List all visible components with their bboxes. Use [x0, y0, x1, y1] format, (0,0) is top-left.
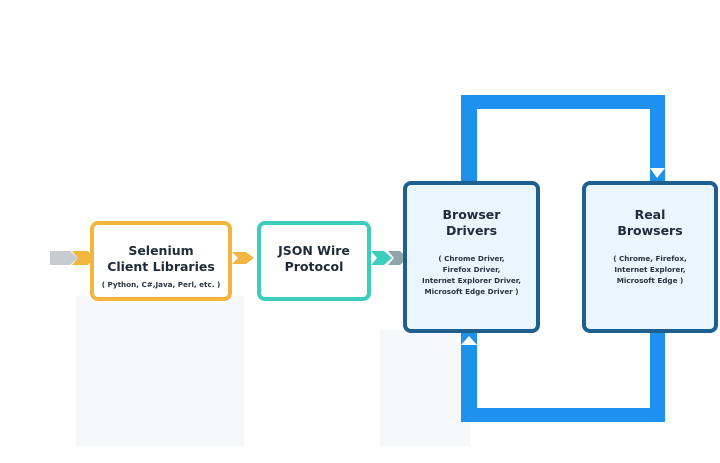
loop-bottom-bar: [461, 408, 665, 422]
selenium-to-json-arrow-icon: [232, 252, 254, 264]
input-arrow-icon: [50, 251, 78, 265]
loop-left-bar: [461, 95, 477, 185]
selenium-title: Selenium Client Libraries: [107, 243, 215, 274]
browser-loop: [461, 95, 665, 422]
real-browsers-subtitle: ( Chrome, Firefox, Internet Explorer, Mi…: [613, 254, 687, 285]
loop-lower-left-bar: [461, 330, 477, 422]
json-wire-title: JSON Wire Protocol: [278, 243, 350, 274]
drivers-entry-arrow-icon: [388, 251, 407, 265]
loop-top-bar: [461, 95, 665, 109]
loop-lower-right-bar: [650, 330, 665, 422]
loop-right-bar: [650, 95, 665, 185]
json-wire-protocol-box: JSON Wire Protocol: [257, 221, 371, 301]
real-browsers-box: Real Browsers ( Chrome, Firefox, Interne…: [582, 181, 718, 333]
selenium-client-libraries-box: Selenium Client Libraries ( Python, C#,J…: [90, 221, 232, 301]
json-to-drivers-arrow-icon: [371, 251, 392, 265]
loop-up-arrow-icon: [461, 336, 477, 345]
browser-drivers-subtitle: ( Chrome Driver, Firefox Driver, Interne…: [422, 254, 521, 296]
background-panel: [380, 330, 470, 446]
browser-drivers-box: Browser Drivers ( Chrome Driver, Firefox…: [403, 181, 540, 333]
selenium-subtitle: ( Python, C#,Java, Perl, etc. ): [101, 280, 221, 289]
background-panel: [76, 296, 244, 446]
real-browsers-title: Real Browsers: [617, 207, 683, 238]
loop-down-arrow-icon: [650, 168, 665, 178]
input-arrow-tip-icon: [72, 251, 94, 265]
browser-drivers-title: Browser Drivers: [442, 207, 501, 238]
